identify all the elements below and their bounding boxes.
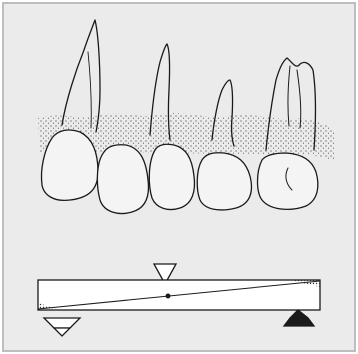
tooth-crown-2: [97, 145, 148, 214]
tooth-crown-5: [258, 153, 318, 209]
tooth-crown-1: [41, 130, 98, 200]
pivot-point: [166, 294, 170, 298]
tooth-crown-3: [149, 144, 194, 209]
